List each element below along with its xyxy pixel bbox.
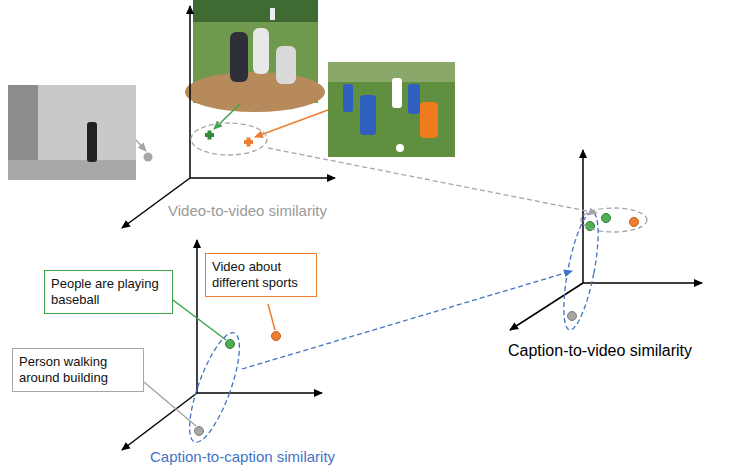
photo-player xyxy=(360,95,376,135)
leader-line xyxy=(173,300,226,340)
photo-building xyxy=(8,85,136,180)
cluster-ellipse xyxy=(180,328,250,448)
caption-text: People are playing baseball xyxy=(51,276,166,308)
photo-umpire xyxy=(230,32,248,82)
axis xyxy=(122,393,197,450)
soccer-photo xyxy=(328,62,455,157)
photo-background xyxy=(328,62,455,82)
cluster-ellipse xyxy=(191,123,267,155)
plot-title: Caption-to-video similarity xyxy=(508,342,692,360)
joint-point xyxy=(602,214,611,223)
photo-batter xyxy=(253,28,269,74)
photo-pavement xyxy=(8,160,136,180)
axis xyxy=(196,240,198,393)
baseball-photo xyxy=(185,0,325,112)
photo-player xyxy=(420,102,438,138)
photo-grass xyxy=(328,62,455,157)
leader-line xyxy=(268,304,275,330)
caption-text: Person walking around building xyxy=(19,354,137,386)
photo-player xyxy=(408,84,420,114)
video-point xyxy=(244,138,253,147)
joint-point xyxy=(568,312,577,321)
caption-point xyxy=(226,340,235,349)
caption-box: Person walking around building xyxy=(12,348,144,392)
cluster-ellipse xyxy=(557,210,605,333)
axis xyxy=(189,6,191,178)
photo-player xyxy=(392,78,402,108)
video-point xyxy=(205,131,214,140)
plot-title: Video-to-video similarity xyxy=(168,202,327,219)
axes xyxy=(510,150,702,330)
caption-point xyxy=(272,332,281,341)
caption-box: Video about different sports xyxy=(205,253,317,297)
photo-player xyxy=(343,84,353,112)
caption-box: People are playing baseball xyxy=(44,270,173,314)
axis xyxy=(197,392,322,394)
photo-ball xyxy=(396,144,404,152)
photo-person xyxy=(87,122,97,162)
plot-title: Caption-to-caption similarity xyxy=(150,448,335,465)
photo-outfield xyxy=(193,0,318,22)
axis xyxy=(583,282,702,284)
axis xyxy=(582,150,584,283)
pointer-arrow xyxy=(255,110,328,137)
axis xyxy=(190,177,335,179)
photo-catcher xyxy=(276,46,296,84)
axes xyxy=(122,6,335,228)
axis xyxy=(510,283,583,330)
photo-dirt xyxy=(185,72,325,112)
photo-fielder xyxy=(270,8,275,20)
joint-point xyxy=(630,218,639,227)
walking-photo xyxy=(8,85,136,180)
caption-point xyxy=(195,427,204,436)
pointer-arrow xyxy=(214,104,240,129)
video-point xyxy=(144,153,153,162)
pointer-arrow xyxy=(136,140,146,151)
leader-line xyxy=(144,382,196,426)
caption-text: Video about different sports xyxy=(212,259,310,291)
